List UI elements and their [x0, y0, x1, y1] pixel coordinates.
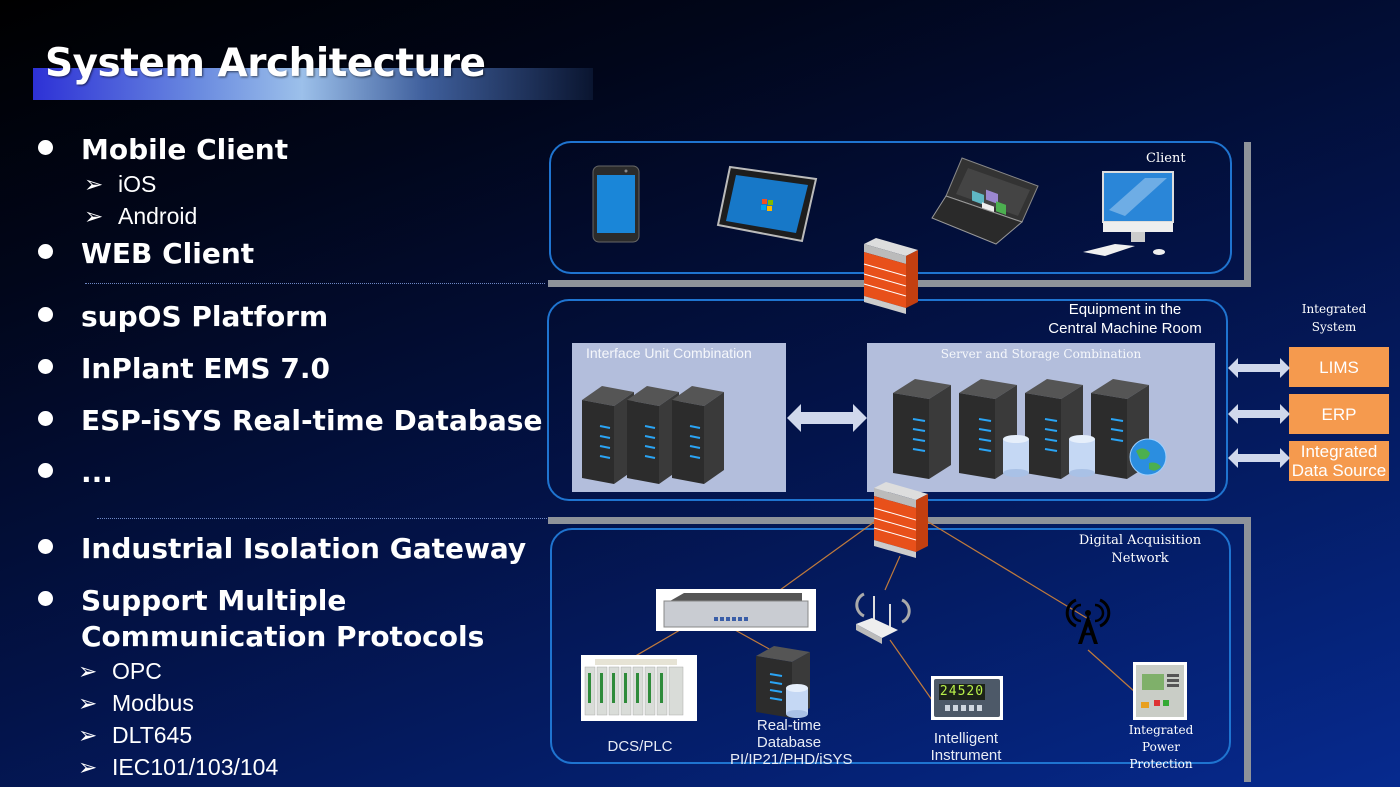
- wifi-router-icon: [855, 592, 911, 644]
- arrow-bullet-icon: ➢: [78, 754, 98, 780]
- bullet-protocols: Support Multiple: [38, 583, 526, 619]
- bullet-dot-icon: [38, 539, 53, 554]
- page-title: System Architecture: [45, 41, 486, 86]
- realtime-database-server-icon: [756, 646, 810, 718]
- integrated-system-label: Integrated System: [1301, 302, 1367, 334]
- sub-bullet-opc: ➢OPC: [38, 655, 526, 687]
- bidirectional-arrow-icon: [787, 404, 867, 432]
- firewall-icon: [863, 238, 918, 314]
- acquisition-tier-label: Digital Acquisition Network: [1078, 533, 1202, 566]
- separator-top: [85, 283, 545, 284]
- database-cylinder-icon: [1003, 435, 1029, 477]
- sub-bullet-ios: ➢iOS: [38, 168, 288, 200]
- radio-tower-icon: [1065, 598, 1111, 644]
- bullet-dot-icon: [38, 463, 53, 478]
- bidirectional-arrow-icon: [1228, 448, 1290, 468]
- interface-unit-label: Interface Unit Combination: [586, 345, 752, 361]
- bullet-dot-icon: [38, 244, 53, 259]
- dcs-plc-device-icon: [581, 655, 697, 721]
- arrow-bullet-icon: ➢: [84, 171, 104, 197]
- server-rack-icon: [672, 386, 724, 484]
- arrow-bullet-icon: ➢: [84, 203, 104, 229]
- arrow-bullet-icon: ➢: [78, 690, 98, 716]
- intelligent-instrument-device: 24520: [931, 676, 1003, 720]
- server-storage-icon: [893, 379, 1167, 479]
- tablet-icon: [716, 165, 818, 243]
- link-line: [1087, 649, 1136, 693]
- firewall-icon: [873, 482, 928, 558]
- bullet-more: ...: [38, 455, 542, 507]
- intelligent-instrument-label: Intelligent Instrument: [930, 730, 1002, 764]
- instrument-display: 24520: [939, 684, 985, 700]
- bullet-list-mid: supOS Platform InPlant EMS 7.0 ESP-iSYS …: [38, 299, 542, 507]
- isolation-gateway-device-icon: [656, 589, 816, 631]
- lims-box: LIMS: [1289, 347, 1389, 387]
- link-line: [779, 519, 878, 591]
- bullet-dot-icon: [38, 359, 53, 374]
- bullet-dot-icon: [38, 591, 53, 606]
- arrow-bullet-icon: ➢: [78, 658, 98, 684]
- integrated-data-source-box: Integrated Data Source: [1289, 441, 1389, 481]
- dcs-plc-label: DCS/PLC: [607, 738, 673, 755]
- bullet-web-client: WEB Client: [38, 236, 288, 272]
- erp-box: ERP: [1289, 394, 1389, 434]
- bullet-list-bottom: Industrial Isolation Gateway Support Mul…: [38, 531, 526, 783]
- link-line: [889, 639, 933, 701]
- globe-icon: [1129, 438, 1167, 476]
- central-tier-label: Equipment in the Central Machine Room: [1048, 301, 1202, 337]
- separator-bottom: [97, 518, 547, 519]
- bullet-protocols-line2: Communication Protocols: [81, 620, 485, 653]
- bullet-dot-icon: [38, 140, 53, 155]
- bullet-supos: supOS Platform: [38, 299, 542, 351]
- server-rack-icon: [893, 379, 951, 479]
- bidirectional-arrow-icon: [1228, 404, 1290, 424]
- bullet-esp-isys: ESP-iSYS Real-time Database: [38, 403, 542, 455]
- interface-servers-icon: [582, 386, 724, 484]
- desktop-computer-icon: [1083, 171, 1174, 256]
- bidirectional-arrow-icon: [1228, 358, 1290, 378]
- title-highlight-bar: [33, 68, 593, 100]
- server-rack-icon: [959, 379, 1017, 479]
- smartphone-icon: [592, 165, 640, 243]
- power-protection-label: Integrated Power Protection: [1128, 723, 1194, 771]
- arrow-bullet-icon: ➢: [78, 722, 98, 748]
- bullet-dot-icon: [38, 307, 53, 322]
- sub-bullet-iec: ➢IEC101/103/104: [38, 751, 526, 783]
- bullet-isolation-gateway: Industrial Isolation Gateway: [38, 531, 526, 583]
- sub-bullet-android: ➢Android: [38, 200, 288, 232]
- power-protection-device: [1133, 662, 1187, 720]
- sub-bullet-dlt645: ➢DLT645: [38, 719, 526, 751]
- link-line: [924, 519, 1091, 621]
- client-tier-label: Client: [1146, 151, 1186, 166]
- database-cylinder-icon: [1069, 435, 1095, 477]
- bullet-mobile-client: Mobile Client: [38, 132, 288, 168]
- bullet-dot-icon: [38, 411, 53, 426]
- link-line: [884, 555, 901, 591]
- laptop-icon: [931, 157, 1039, 245]
- bullet-inplant-ems: InPlant EMS 7.0: [38, 351, 542, 403]
- bullet-list-top: Mobile Client ➢iOS ➢Android WEB Client: [38, 132, 288, 272]
- realtime-database-label: Real-time Database PI/IP21/PHD/iSYS: [730, 717, 853, 768]
- server-storage-label: Server and Storage Combination: [940, 347, 1142, 361]
- sub-bullet-modbus: ➢Modbus: [38, 687, 526, 719]
